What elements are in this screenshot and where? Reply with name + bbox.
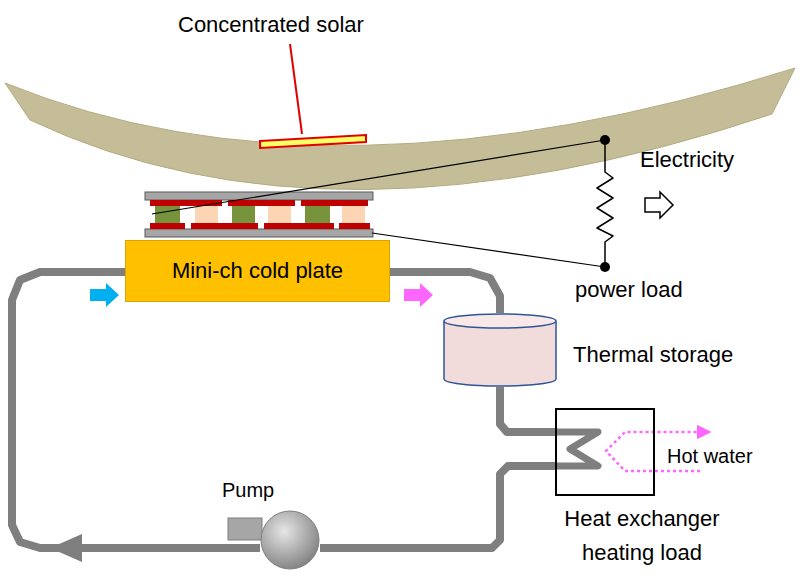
leader-line bbox=[290, 44, 302, 134]
exchanger-coil bbox=[553, 432, 598, 466]
part-label: Concentrated solar bbox=[178, 12, 364, 38]
pipe-connector bbox=[500, 387, 555, 432]
resistor-symbol bbox=[597, 140, 613, 267]
node-text: Pump bbox=[222, 478, 274, 502]
pipe bbox=[320, 466, 555, 548]
pipe-connector bbox=[12, 272, 260, 562]
flow-arrowhead bbox=[50, 534, 82, 562]
thermal-storage: Thermal storage bbox=[443, 313, 557, 387]
wire bbox=[372, 233, 605, 267]
node-text: Mini-ch cold plate bbox=[172, 258, 343, 284]
cold-plate: Mini-ch cold plate bbox=[125, 240, 390, 302]
solar-receiver bbox=[260, 135, 366, 148]
node-text: Heat exchanger heating load bbox=[552, 502, 732, 570]
pipe bbox=[500, 387, 555, 432]
pipe-connector bbox=[390, 272, 500, 313]
thermoelectric-module bbox=[145, 192, 373, 237]
inflow-arrow bbox=[90, 283, 119, 307]
wire bbox=[152, 140, 605, 214]
solar-dish bbox=[5, 68, 795, 190]
pump-shape bbox=[260, 510, 320, 570]
node-text: Thermal storage bbox=[573, 342, 733, 368]
heat-exchanger: Heat exchanger heating load bbox=[555, 408, 655, 496]
outflow-arrow bbox=[404, 283, 433, 307]
flow-label: Hot water bbox=[667, 444, 753, 468]
output-arrow bbox=[645, 192, 673, 218]
pipe bbox=[12, 272, 260, 548]
pump: Pump bbox=[260, 510, 320, 570]
pipe-connector bbox=[320, 466, 555, 548]
terminal-dot bbox=[600, 262, 610, 272]
terminal-dot bbox=[600, 135, 610, 145]
thermal-storage-shape bbox=[443, 313, 557, 387]
output-label: Electricity bbox=[640, 147, 734, 173]
part-label: power load bbox=[575, 277, 683, 303]
pipe bbox=[390, 272, 500, 313]
